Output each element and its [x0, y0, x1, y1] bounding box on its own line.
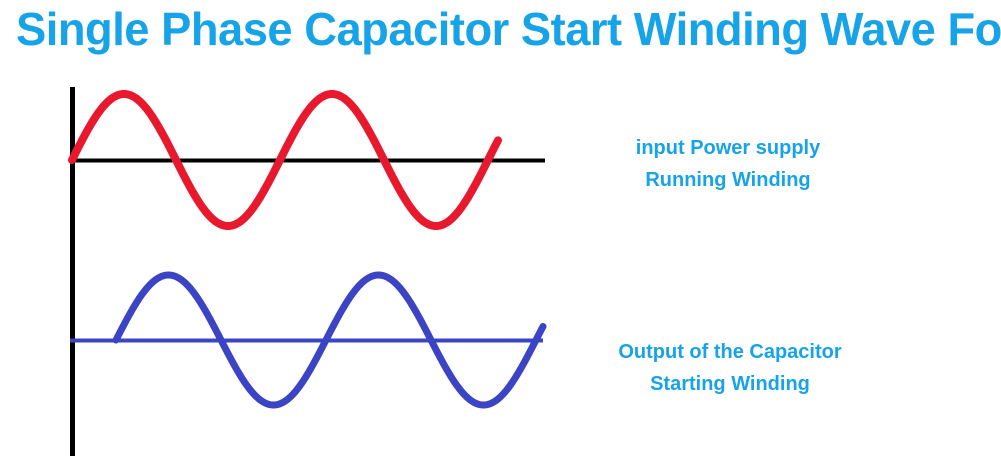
legend-running-winding-line1: input Power supply	[635, 137, 821, 159]
waveform-blue-starting-winding	[112, 271, 547, 409]
page-title: Single Phase Capacitor Start Winding Wav…	[16, 3, 1001, 55]
legend-starting-winding: Output of the Capacitor Starting Winding	[570, 336, 890, 400]
waveform-red-running-winding	[68, 90, 502, 230]
legend-running-winding: input Power supply Running Winding	[578, 132, 878, 196]
legend-starting-winding-line1: Output of the Capacitor	[618, 341, 842, 363]
legend-starting-winding-line2: Starting Winding	[650, 373, 810, 395]
legend-running-winding-line2: Running Winding	[645, 169, 811, 191]
